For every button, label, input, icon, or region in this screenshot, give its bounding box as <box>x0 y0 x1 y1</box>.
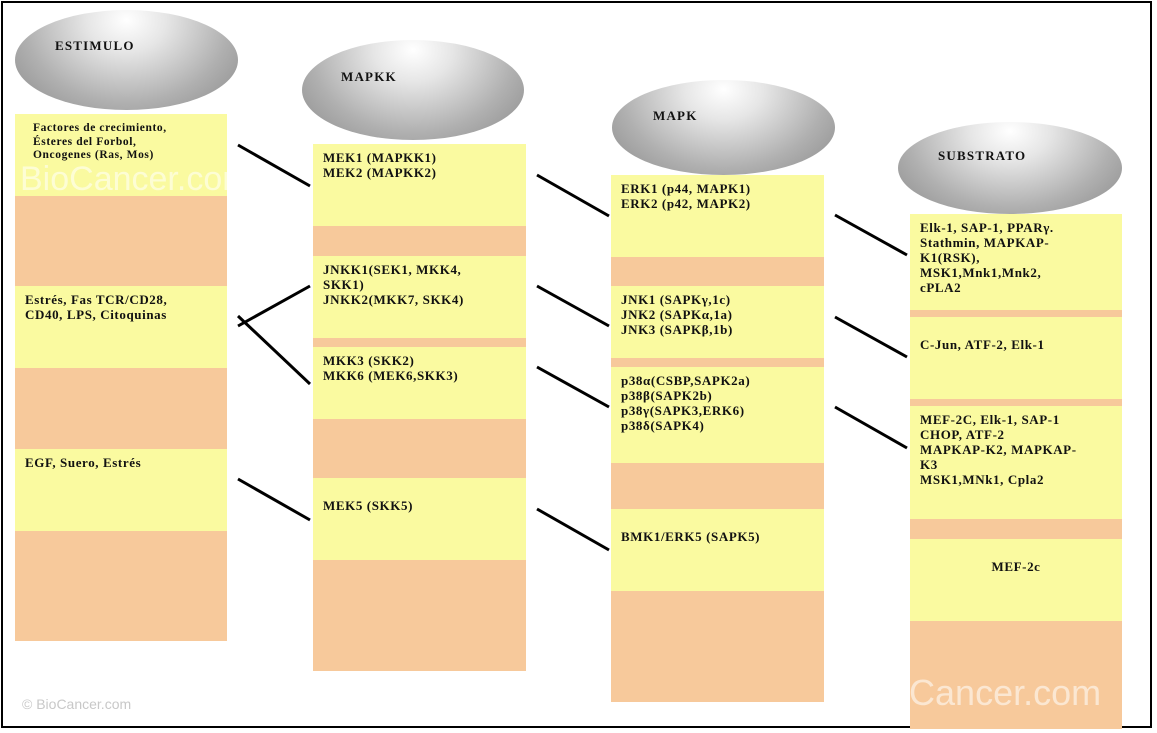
mapk-box-4: BMK1/ERK5 (SAPK5) <box>611 509 824 591</box>
connector-mapk3-substrato3 <box>834 405 908 450</box>
mapkk-box-1: MEK1 (MAPKK1) MEK2 (MAPKK2) <box>313 144 526 226</box>
connector-estimulo2-mapkk2 <box>237 284 311 328</box>
connector-mapkk3-mapk3 <box>536 365 610 409</box>
connector-mapkk1-mapk1 <box>536 173 610 218</box>
connector-mapkk4-mapk4 <box>536 507 610 552</box>
connector-estimulo2-mapkk3 <box>236 314 312 386</box>
estimulo-bubble <box>15 10 238 110</box>
connector-estimulo1-mapkk1 <box>237 143 311 188</box>
watermark-top: BioCancer.com <box>20 160 251 198</box>
mapkk-bubble <box>302 40 524 140</box>
estimulo-box-3: EGF, Suero, Estrés <box>15 449 227 531</box>
mapk-bubble <box>612 80 835 175</box>
mapk-box-1: ERK1 (p44, MAPK1) ERK2 (p42, MAPK2) <box>611 175 824 257</box>
connector-estimulo3-mapkk4 <box>237 477 311 522</box>
mapkk-box-2: JNKK1(SEK1, MKK4, SKK1) JNKK2(MKK7, SKK4… <box>313 256 526 338</box>
connector-mapkk2-mapk2 <box>536 284 610 328</box>
mapk-header: MAPK <box>653 108 698 123</box>
substrato-box-4: MEF-2c <box>910 539 1122 621</box>
watermark-bottom: BioCancer.com <box>857 672 1102 713</box>
substrato-box-3: MEF-2C, Elk-1, SAP-1 CHOP, ATF-2 MAPKAP-… <box>910 406 1122 519</box>
mapkk-header: MAPKK <box>341 69 397 84</box>
connector-mapk2-substrato2 <box>834 315 908 359</box>
substrato-bubble <box>898 122 1122 214</box>
estimulo-header: ESTIMULO <box>55 38 135 53</box>
mapk-box-3: p38α(CSBP,SAPK2a) p38β(SAPK2b) p38γ(SAPK… <box>611 367 824 463</box>
estimulo-column <box>15 114 227 641</box>
estimulo-box-2: Estrés, Fas TCR/CD28, CD40, LPS, Citoqui… <box>15 286 227 368</box>
substrato-header: SUBSTRATO <box>938 148 1027 163</box>
copyright-text: © BioCancer.com <box>22 696 132 712</box>
estimulo-box-1: Factores de crecimiento, Ésteres del For… <box>15 114 227 196</box>
mapkk-box-4: MEK5 (SKK5) <box>313 478 526 560</box>
mapkk-box-3: MKK3 (SKK2) MKK6 (MEK6,SKK3) <box>313 347 526 419</box>
connector-mapk1-substrato1 <box>834 213 908 257</box>
substrato-box-1: Elk-1, SAP-1, PPARγ. Stathmin, MAPKAP- K… <box>910 214 1122 310</box>
substrato-box-2: C-Jun, ATF-2, Elk-1 <box>910 317 1122 399</box>
mapk-box-2: JNK1 (SAPKγ,1c) JNK2 (SAPKα,1a) JNK3 (SA… <box>611 286 824 358</box>
